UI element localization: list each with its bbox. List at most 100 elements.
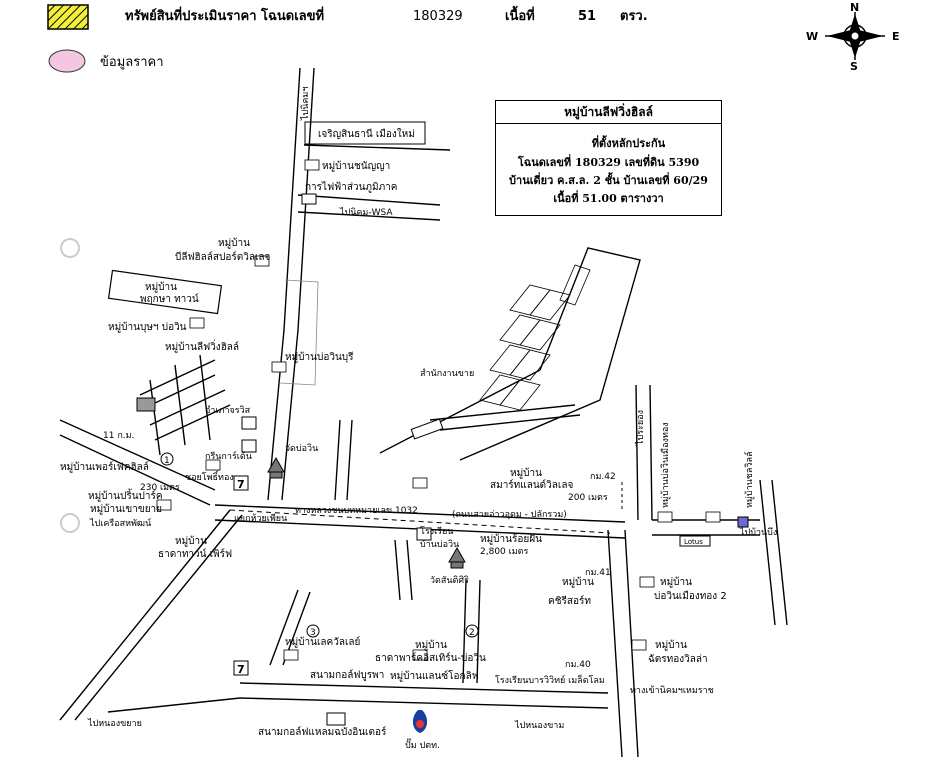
label-thara-1: หมู่บ้าน bbox=[175, 535, 207, 547]
building-icon bbox=[241, 416, 257, 430]
label-living-hill: หมู่บ้านลีฟวิ่งฮิลล์ bbox=[165, 339, 239, 353]
temple-icon bbox=[267, 456, 285, 479]
label-school-bowin: โรงเรียนบารวิวิทย์ เมล็ดโลม bbox=[495, 673, 605, 686]
infobox-line3: เนื้อที่ 51.00 ตารางวา bbox=[553, 192, 664, 205]
label-sawang: อำเภาจรวิส bbox=[205, 405, 251, 416]
label-pea: การไฟฟ้าส่วนภูมิภาค bbox=[305, 181, 397, 193]
seven-eleven-text: 7 bbox=[237, 663, 245, 676]
label-bg-estate-2: บีลีฟฮิลล์สปอร์ตวิลเลจ bbox=[175, 251, 271, 263]
label-dist-11km: 11 ก.ม. bbox=[103, 431, 134, 441]
lotus-sign bbox=[679, 535, 711, 547]
label-bowin-mueang-2: บ่อวินเมืองทอง 2 bbox=[654, 590, 727, 602]
temple-icon bbox=[448, 546, 466, 569]
collateral-info-box: หมู่บ้านลีฟวิ่งฮิลล์ ที่ตั้งหลักประกัน โ… bbox=[495, 100, 722, 216]
label-school-1: โรงเรียน bbox=[420, 526, 453, 537]
ptt-icon bbox=[412, 710, 428, 733]
area-value: 51 bbox=[578, 9, 596, 24]
compass-e: E bbox=[892, 30, 900, 43]
seven-eleven-text: 7 bbox=[237, 478, 245, 491]
label-roi-fun-2: 2,800 เมตร bbox=[480, 547, 528, 557]
label-wat-santi: วัดสันติศิริ bbox=[430, 575, 469, 586]
label-golf1: สนามกอล์ฟบูรพา bbox=[310, 669, 384, 681]
shop-icon bbox=[737, 516, 749, 528]
infobox-title: หมู่บ้านลีฟวิ่งฮิลล์ bbox=[496, 101, 721, 124]
building-icon bbox=[241, 439, 257, 453]
infobox-line1: โฉนดเลขที่ 180329 เลขที่ดิน 5390 bbox=[517, 156, 700, 169]
label-suksom-1: หมู่บ้าน bbox=[655, 639, 687, 651]
label-lake-valley: หมู่บ้านเลควัลเลย์ bbox=[285, 636, 360, 648]
label-thara-park-1: หมู่บ้าน bbox=[415, 639, 447, 651]
label-to-rayong: ไประยอง bbox=[635, 410, 646, 446]
label-to-wsa: ไปนิคม-WSA bbox=[339, 207, 393, 218]
compass-rose: N S E W bbox=[806, 1, 900, 73]
landmark-circle-2 bbox=[465, 624, 479, 638]
label-km42: กม.42 bbox=[590, 472, 616, 482]
binder-hole-top bbox=[60, 238, 80, 258]
label-pruksa-2: พฤกษา ทาวน์ bbox=[140, 293, 199, 305]
label-bowin-thong: หมู่บ้านบ่อวินเมืองทอง bbox=[660, 422, 671, 508]
label-thara-2: ธาดาทาวน์ เพิร์ฟ bbox=[158, 548, 232, 560]
label-bowin-buri: หมู่บ้านบ่อวินบุรี bbox=[285, 351, 354, 363]
seven-eleven-icon bbox=[233, 475, 249, 491]
label-wat-bowin: วัดบ่อวิน bbox=[285, 443, 318, 454]
building-icon bbox=[326, 712, 346, 726]
pruksa-town-block bbox=[107, 269, 223, 315]
label-pristine: หมู่บ้านปริ้นปาร์ค bbox=[88, 488, 163, 502]
price-legend-swatch bbox=[48, 49, 86, 73]
label-charoen: เจริญสินธานี เมืองใหม่ bbox=[318, 128, 415, 140]
label-m200: 200 เมตร bbox=[568, 493, 608, 503]
road-network bbox=[59, 67, 788, 757]
label-dist-230: 230 เมตร bbox=[140, 483, 180, 493]
label-golf-village: หมู่บ้านแลนซ์โอกลิฟ bbox=[390, 669, 479, 682]
label-pruksa-1: หมู่บ้าน bbox=[145, 281, 177, 293]
label-to-pattaya: ไปเครือสหพัฒน์ bbox=[89, 517, 151, 529]
infobox-marker-label: ที่ตั้งหลักประกัน bbox=[591, 137, 666, 150]
parcel-legend-swatch bbox=[47, 4, 89, 30]
label-perfect-hill: หมู่บ้านเพอร์เฟคฮิลล์ bbox=[60, 461, 149, 473]
area-unit: ตรว. bbox=[620, 9, 648, 24]
label-ptt: ปั๊ม ปตท. bbox=[405, 738, 440, 751]
landmark-circle-1 bbox=[160, 452, 174, 466]
deed-number: 180329 bbox=[413, 9, 463, 24]
circle-1-text: 1 bbox=[164, 456, 170, 466]
area-label: เนื้อที่ bbox=[505, 5, 535, 24]
dashed-route bbox=[229, 509, 611, 534]
label-charisma-2: คชิรีสอร์ท bbox=[548, 595, 591, 607]
lotus-text: Lotus bbox=[684, 538, 703, 546]
label-to-nongkham: ไปหนองขาม bbox=[514, 720, 564, 731]
building-icon bbox=[416, 527, 432, 541]
legend-parcel-text: ทรัพย์สินที่ประเมินราคา โฉนดเลขที่ bbox=[125, 6, 324, 24]
label-thara-park-2: ธาดาพาร์คอิสเทิร์น-บ่อวิน bbox=[375, 652, 486, 664]
label-yaek: แยกห้วยเพียน bbox=[234, 513, 287, 524]
label-green-garden: กรีนการ์เด้น bbox=[205, 450, 252, 462]
label-smart-2: สมาร์ทแลนด์วิลเลจ bbox=[490, 479, 573, 491]
label-charisma-1: หมู่บ้าน bbox=[562, 576, 594, 588]
building-icon bbox=[301, 193, 317, 205]
label-soi: ซอยโพธิ์ทอง bbox=[185, 470, 234, 483]
label-nonthawan: หมู่บ้านชลวิลล์ bbox=[743, 452, 755, 509]
label-smart-1: หมู่บ้าน bbox=[510, 467, 542, 479]
label-to-saha: ทางเข้านิคมฯเหมราช bbox=[630, 685, 714, 696]
collateral-marker bbox=[136, 397, 156, 412]
label-route-1032b: (ถนนสายอ่าวอุดม - ปลักรวม) bbox=[452, 510, 567, 520]
estate-lots-grid bbox=[479, 264, 591, 411]
label-km40: กม.40 bbox=[565, 660, 591, 670]
label-to-nongkha: ไปหนองขยาย bbox=[87, 718, 142, 729]
label-buatvin: หมู่บ้านบุษฯ บ่อวิน bbox=[108, 321, 187, 333]
circle-3-text: 3 bbox=[310, 628, 316, 638]
charoen-block bbox=[304, 121, 426, 145]
label-school-2: บ้านบ่อวิน bbox=[420, 539, 459, 550]
label-road-top: ไปนิคมฯ bbox=[300, 87, 311, 121]
seven-eleven-icon bbox=[233, 660, 249, 676]
village-house-icons bbox=[156, 159, 721, 661]
label-office-sale: สำนักงานขาย bbox=[420, 368, 474, 379]
legend-price-text: ข้อมูลราคา bbox=[100, 55, 164, 70]
landmark-circle-3 bbox=[306, 624, 320, 638]
office-block bbox=[410, 418, 444, 440]
label-chaiyaphruek: หมู่บ้านชนัญญา bbox=[322, 160, 390, 172]
compass-s: S bbox=[850, 60, 858, 73]
label-bg-estate-1: หมู่บ้าน bbox=[218, 237, 250, 249]
circle-2-text: 2 bbox=[469, 628, 475, 638]
label-to-ban-bung: ไปบ้านบึง bbox=[739, 527, 777, 538]
